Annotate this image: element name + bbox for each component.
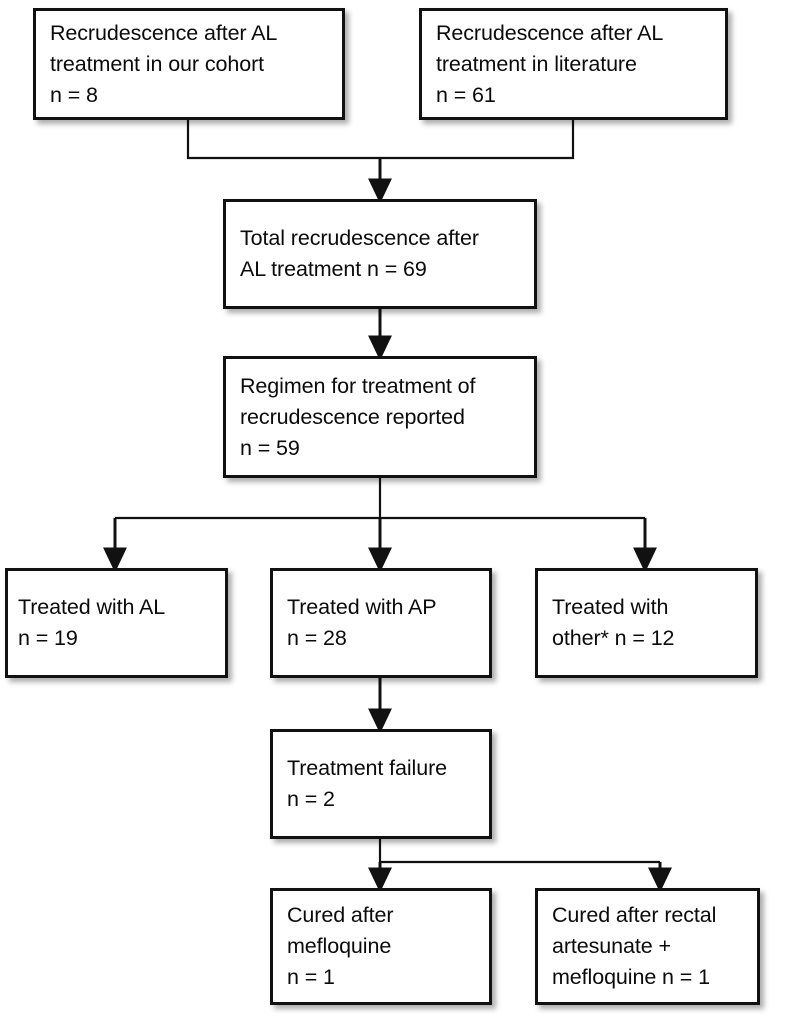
node-cured-mefloquine-line-3: n = 1 — [287, 965, 335, 989]
node-total-recrudescence[interactable]: Total recrudescence after AL treatment n… — [223, 199, 537, 309]
node-treatment-failure[interactable]: Treatment failure n = 2 — [270, 729, 492, 839]
node-literature-line-3: n = 61 — [436, 82, 496, 107]
node-total-line-1: Total recrudescence after — [240, 226, 479, 250]
node-treated-other-line-2: other* n = 12 — [552, 626, 675, 650]
connector-cohort-to-total — [186, 120, 380, 160]
node-treated-with-other[interactable]: Treated with other* n = 12 — [535, 568, 758, 678]
node-cured-after-rectal-artesunate[interactable]: Cured after rectal artesunate + mefloqui… — [535, 888, 760, 1005]
node-cured-rectal-line-2: artesunate + — [552, 934, 671, 958]
node-treatment-failure-line-2: n = 2 — [287, 787, 335, 811]
node-cured-after-mefloquine[interactable]: Cured after mefloquine n = 1 — [270, 888, 492, 1005]
node-cohort-line-3: n = 8 — [50, 82, 98, 107]
node-cured-rectal-line-3: mefloquine n = 1 — [552, 965, 710, 989]
node-cured-mefloquine-line-2: mefloquine — [287, 934, 392, 958]
connector-literature-to-total — [380, 120, 575, 160]
node-cohort-line-1: Recrudescence after AL — [50, 20, 278, 45]
node-cohort[interactable]: Recrudescence after AL treatment in our … — [33, 8, 345, 120]
node-treated-with-al[interactable]: Treated with AL n = 19 — [5, 568, 228, 678]
node-treated-other-line-1: Treated with — [552, 595, 669, 619]
node-cohort-line-2: treatment in our cohort — [50, 51, 265, 76]
node-treated-al-line-2: n = 19 — [18, 626, 78, 650]
node-cured-mefloquine-line-1: Cured after — [287, 903, 394, 927]
node-regimen-line-1: Regimen for treatment of — [240, 373, 476, 398]
node-treated-with-ap[interactable]: Treated with AP n = 28 — [270, 568, 492, 678]
node-treated-ap-line-1: Treated with AP — [287, 595, 437, 619]
node-treatment-failure-line-1: Treatment failure — [287, 756, 448, 780]
node-literature-line-1: Recrudescence after AL — [436, 20, 664, 45]
node-total-line-2: AL treatment n = 69 — [240, 257, 427, 281]
node-regimen-line-2: recrudescence reported — [240, 404, 465, 429]
node-cured-rectal-line-1: Cured after rectal — [552, 903, 717, 927]
node-treated-ap-line-2: n = 28 — [287, 626, 347, 650]
node-treated-al-line-1: Treated with AL — [18, 595, 166, 619]
node-literature[interactable]: Recrudescence after AL treatment in lite… — [419, 8, 728, 120]
node-regimen-reported[interactable]: Regimen for treatment of recrudescence r… — [223, 356, 537, 478]
node-regimen-line-3: n = 59 — [240, 435, 300, 460]
node-literature-line-2: treatment in literature — [436, 51, 637, 76]
